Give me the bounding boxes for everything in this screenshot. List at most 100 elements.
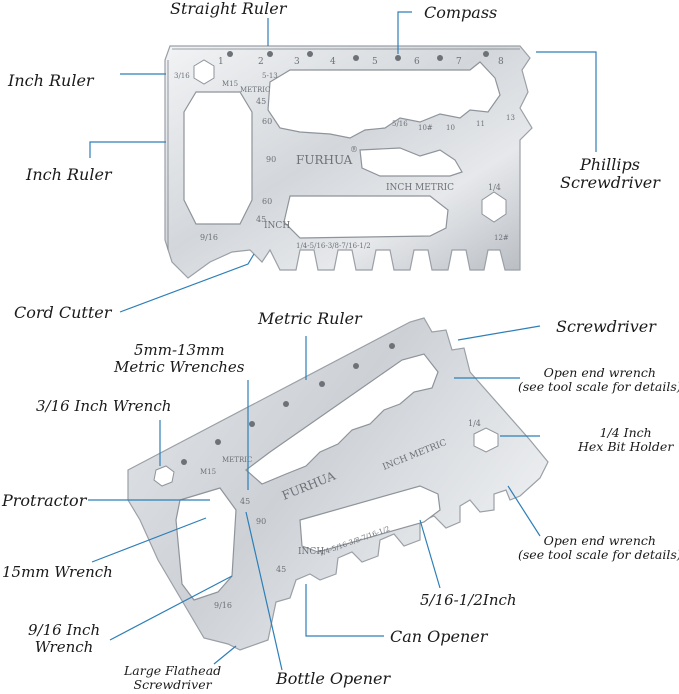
top-fractions: 1/4-5/16-3/8-7/16-1/2 bbox=[296, 242, 371, 250]
label-phillips-line1: Phillips bbox=[579, 155, 640, 174]
top-tick-2: 2 bbox=[258, 57, 264, 67]
bottom-prot-45b: 45 bbox=[276, 565, 286, 574]
top-engravings: 1 2 3 4 5 6 7 8 3/16 M15 5-13 METRIC 45 … bbox=[174, 57, 515, 250]
label-flathead-screwdriver: Large Flathead Screwdriver bbox=[124, 663, 222, 693]
top-5-13: 5-13 bbox=[262, 72, 278, 80]
top-mm-5-16: 5/16 bbox=[392, 120, 408, 128]
label-inch-ruler-side: Inch Ruler bbox=[26, 165, 112, 184]
bottom-tool-card: M15 METRIC 45 90 45 9/16 INCH FURHUA INC… bbox=[127, 317, 549, 651]
top-mm-11: 11 bbox=[476, 120, 485, 128]
top-registered: ® bbox=[350, 145, 358, 154]
line-9-16 bbox=[109, 575, 233, 641]
label-hex-bit-line2: Hex Bit Holder bbox=[578, 439, 674, 455]
top-hex-1-4 bbox=[481, 191, 507, 223]
top-tick-5: 5 bbox=[372, 57, 378, 67]
line-open-end-2 bbox=[507, 485, 541, 537]
top-tick-7: 7 bbox=[456, 57, 462, 67]
label-compass: Compass bbox=[424, 3, 498, 22]
label-open-end-1-line2: (see tool scale for details) bbox=[518, 379, 679, 395]
bottom-inch: INCH bbox=[298, 547, 324, 557]
top-prot-60b: 60 bbox=[262, 197, 272, 206]
line-bottle-opener bbox=[245, 511, 283, 671]
line-5-16-1-2 bbox=[419, 519, 441, 589]
label-open-end-2-line1: Open end wrench bbox=[543, 533, 656, 548]
top-tick-8: 8 bbox=[498, 57, 504, 67]
label-open-end-2-line2: (see tool scale for details) bbox=[518, 547, 679, 563]
top-tick-3: 3 bbox=[294, 57, 300, 67]
label-hex-bit-line1: 1/4 Inch bbox=[599, 425, 652, 440]
label-can-opener: Can Opener bbox=[390, 627, 488, 646]
bottom-lower-cutout bbox=[299, 485, 441, 553]
top-mm-10: 10 bbox=[446, 124, 455, 132]
top-1-4: 1/4 bbox=[488, 183, 501, 192]
top-prot-45b: 45 bbox=[256, 215, 266, 224]
label-hex-bit-holder: 1/4 Inch Hex Bit Holder bbox=[578, 425, 674, 455]
line-compass bbox=[397, 11, 412, 54]
label-flathead-line2: Screwdriver bbox=[133, 677, 212, 693]
bottom-metric: METRIC bbox=[222, 456, 252, 464]
top-metric: METRIC bbox=[240, 86, 270, 94]
label-3-16-wrench: 3/16 Inch Wrench bbox=[36, 397, 172, 415]
top-prot-90: 90 bbox=[266, 155, 276, 164]
top-metric-wrench-cutout bbox=[267, 61, 501, 139]
top-lower-cutout bbox=[283, 195, 449, 239]
bottom-hex-3-16 bbox=[153, 465, 175, 487]
label-flathead-line1: Large Flathead bbox=[124, 663, 222, 678]
label-phillips-line2: Screwdriver bbox=[560, 173, 660, 193]
top-15mm-cutout bbox=[183, 91, 253, 225]
label-protractor: Protractor bbox=[2, 491, 87, 510]
label-cord-cutter: Cord Cutter bbox=[14, 303, 112, 322]
top-prot-45a: 45 bbox=[256, 97, 266, 106]
bottom-prot-90: 90 bbox=[256, 517, 266, 526]
top-mm-13: 13 bbox=[506, 114, 515, 122]
bottom-hex-1-4 bbox=[473, 427, 499, 453]
label-9-16-line2: Wrench bbox=[34, 638, 94, 657]
line-screwdriver bbox=[457, 325, 541, 341]
callout-lines bbox=[88, 11, 597, 671]
label-9-16-line1: 9/16 Inch bbox=[28, 621, 101, 639]
bottom-9-16: 9/16 bbox=[214, 601, 232, 610]
top-inch-metric: INCH METRIC bbox=[386, 183, 454, 193]
top-mm-10num: 10# bbox=[418, 124, 433, 132]
top-middle-slot bbox=[359, 147, 463, 177]
bottom-metric-wrench-cutout bbox=[245, 353, 439, 485]
line-can-opener bbox=[305, 584, 384, 637]
label-15mm-wrench: 15mm Wrench bbox=[2, 563, 113, 581]
bottom-15mm-cutout bbox=[175, 487, 237, 601]
label-open-end-1-line1: Open end wrench bbox=[543, 365, 656, 380]
bottom-1-4: 1/4 bbox=[468, 419, 481, 428]
top-prot-60a: 60 bbox=[262, 117, 272, 126]
label-5-16-1-2-inch: 5/16-1/2Inch bbox=[420, 591, 517, 609]
line-cord-cutter bbox=[119, 253, 255, 313]
bottom-m15: M15 bbox=[200, 468, 216, 476]
label-screwdriver: Screwdriver bbox=[556, 317, 656, 336]
top-3-16: 3/16 bbox=[174, 72, 190, 80]
top-hex-3-16 bbox=[193, 59, 215, 85]
label-phillips-screwdriver: Phillips Screwdriver bbox=[560, 155, 660, 193]
label-open-end-2: Open end wrench (see tool scale for deta… bbox=[518, 533, 679, 563]
label-bottle-opener: Bottle Opener bbox=[276, 669, 391, 688]
line-inch-ruler-side bbox=[89, 141, 166, 158]
top-12num: 12# bbox=[494, 234, 509, 242]
top-ruler-holes bbox=[227, 51, 489, 61]
top-tick-4: 4 bbox=[330, 57, 336, 67]
label-metric-ruler: Metric Ruler bbox=[258, 309, 362, 328]
label-inch-ruler-top: Inch Ruler bbox=[8, 71, 94, 90]
label-metric-wrenches-line1: 5mm-13mm bbox=[133, 341, 225, 359]
label-9-16-wrench: 9/16 Inch Wrench bbox=[28, 621, 101, 657]
line-flathead bbox=[213, 645, 237, 665]
top-tool-card: 1 2 3 4 5 6 7 8 3/16 M15 5-13 METRIC 45 … bbox=[164, 45, 533, 279]
bottom-prot-45a: 45 bbox=[240, 497, 250, 506]
line-15mm bbox=[91, 517, 207, 563]
top-tick-1: 1 bbox=[218, 57, 224, 67]
top-m15: M15 bbox=[222, 80, 238, 88]
label-metric-wrenches: 5mm-13mm Metric Wrenches bbox=[114, 341, 245, 377]
label-straight-ruler: Straight Ruler bbox=[170, 0, 287, 18]
top-9-16: 9/16 bbox=[200, 233, 218, 242]
label-open-end-1: Open end wrench (see tool scale for deta… bbox=[518, 365, 679, 395]
line-phillips bbox=[536, 51, 597, 152]
top-tick-6: 6 bbox=[414, 57, 420, 67]
label-metric-wrenches-line2: Metric Wrenches bbox=[114, 358, 245, 377]
